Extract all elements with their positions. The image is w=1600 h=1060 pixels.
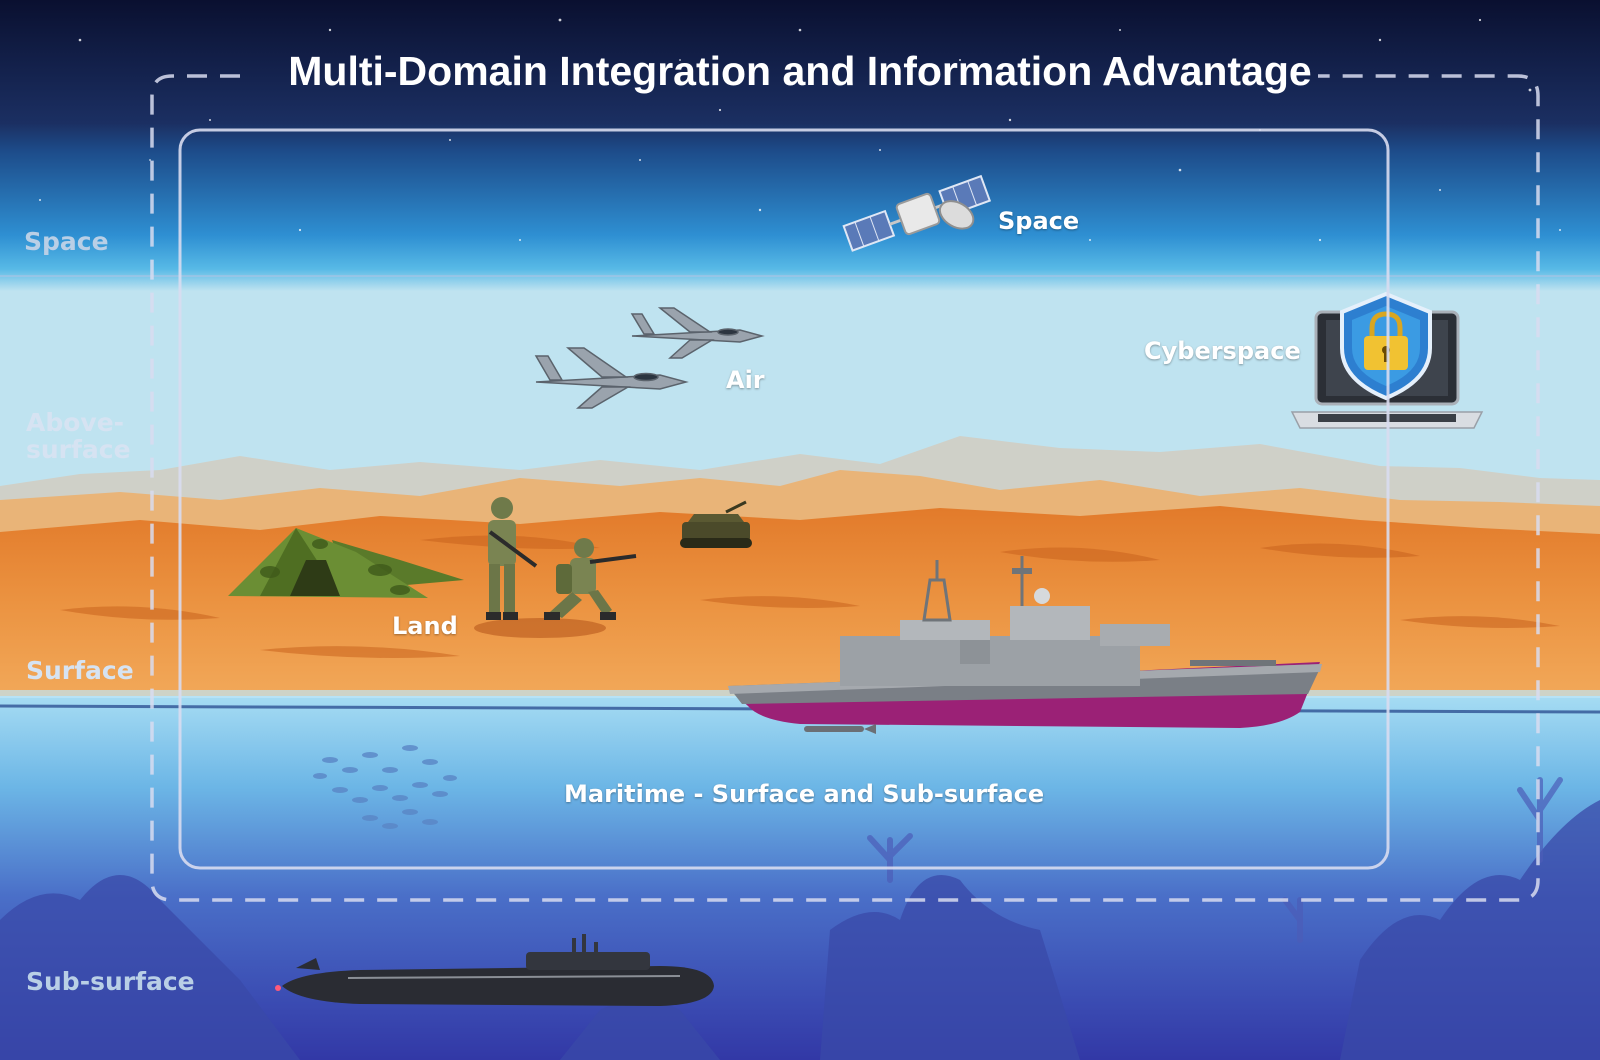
satellite-icon — [842, 174, 992, 252]
page-title: Multi-Domain Integration and Information… — [288, 48, 1312, 94]
warship-icon — [728, 556, 1322, 728]
fighter-jet-icon — [534, 307, 765, 409]
side-label-space: Space — [24, 227, 109, 256]
dune-shadows — [60, 535, 1560, 658]
torpedo-icon — [804, 724, 876, 734]
shield-lock-icon — [1340, 291, 1432, 401]
seabed — [0, 800, 1600, 1060]
submarine-icon — [275, 934, 714, 1006]
domain-label-cyberspace: Cyberspace — [1144, 337, 1301, 365]
domain-label-space: Space — [998, 207, 1080, 235]
inner-solid-frame — [178, 128, 1390, 870]
water-band — [0, 696, 1600, 1060]
side-label-above-surface-line2: surface — [26, 435, 131, 464]
side-label-surface: Surface — [26, 656, 134, 685]
soldier-icon — [474, 497, 637, 638]
domain-label-maritime: Maritime - Surface and Sub-surface — [564, 780, 1045, 808]
side-label-sub-surface: Sub-surface — [26, 967, 195, 996]
domain-label-land: Land — [392, 612, 458, 640]
fish-school-icon — [313, 745, 457, 829]
tank-icon — [680, 500, 752, 548]
domain-label-air: Air — [726, 366, 765, 394]
side-label-above-surface-line1: Above- — [26, 408, 125, 437]
tent-icon — [228, 528, 464, 598]
outer-dashed-frame — [150, 74, 1540, 902]
